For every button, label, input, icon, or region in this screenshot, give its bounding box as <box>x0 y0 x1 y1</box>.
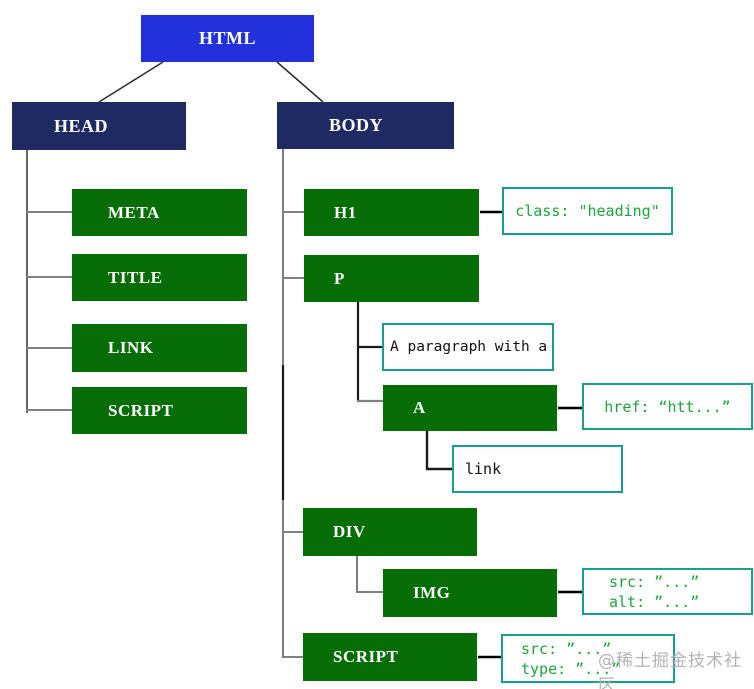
annotation-img-alt-text: alt: ”...” <box>609 592 700 611</box>
node-html-label: HTML <box>198 28 256 48</box>
node-title-label: TITLE <box>108 267 163 287</box>
annotation-h1-class-text: class: "heading" <box>515 202 660 220</box>
annotation-h1-class: class: "heading" <box>502 187 673 235</box>
node-html: HTML <box>141 15 314 62</box>
annotation-script-attrs: src: ”...” type: ”...” <box>501 634 675 683</box>
node-div: DIV <box>303 508 477 556</box>
annotation-img-src-text: src: ”...” <box>609 572 700 591</box>
node-link: LINK <box>72 324 247 372</box>
annotation-img-attrs: src: ”...” alt: ”...” <box>582 568 753 615</box>
text-node-link-text: link <box>465 460 502 478</box>
text-node-paragraph-text: A paragraph with a <box>390 339 548 355</box>
node-img-label: IMG <box>413 583 451 602</box>
node-a-label: A <box>413 398 426 417</box>
text-node-link: link <box>452 445 623 493</box>
node-body-script: SCRIPT <box>303 633 477 681</box>
annotation-a-href-text: href: “htt...” <box>604 397 731 416</box>
node-head-script: SCRIPT <box>72 387 247 434</box>
node-body-label: BODY <box>329 115 384 135</box>
node-link-label: LINK <box>108 338 154 357</box>
watermark: @稀土掘金技术社区 <box>598 651 742 689</box>
annotation-a-href: href: “htt...” <box>582 383 753 430</box>
node-p: P <box>304 255 479 302</box>
node-head: HEAD <box>12 102 186 150</box>
node-img: IMG <box>383 569 557 617</box>
node-div-label: DIV <box>333 522 366 541</box>
node-h1: H1 <box>304 189 479 236</box>
node-p-label: P <box>334 268 345 288</box>
node-h1-label: H1 <box>334 202 357 222</box>
node-title: TITLE <box>72 254 247 301</box>
node-meta: META <box>72 189 247 236</box>
annotation-script-type-text: type: ”...” <box>521 659 621 678</box>
node-meta-label: META <box>108 202 160 222</box>
node-body-script-label: SCRIPT <box>333 647 399 666</box>
node-body: BODY <box>277 102 454 149</box>
node-head-label: HEAD <box>54 115 109 136</box>
annotation-script-src-text: src: ”...” <box>521 639 612 658</box>
text-node-paragraph: A paragraph with a <box>382 323 554 371</box>
node-a: A <box>383 385 557 431</box>
node-head-script-label: SCRIPT <box>108 400 174 420</box>
